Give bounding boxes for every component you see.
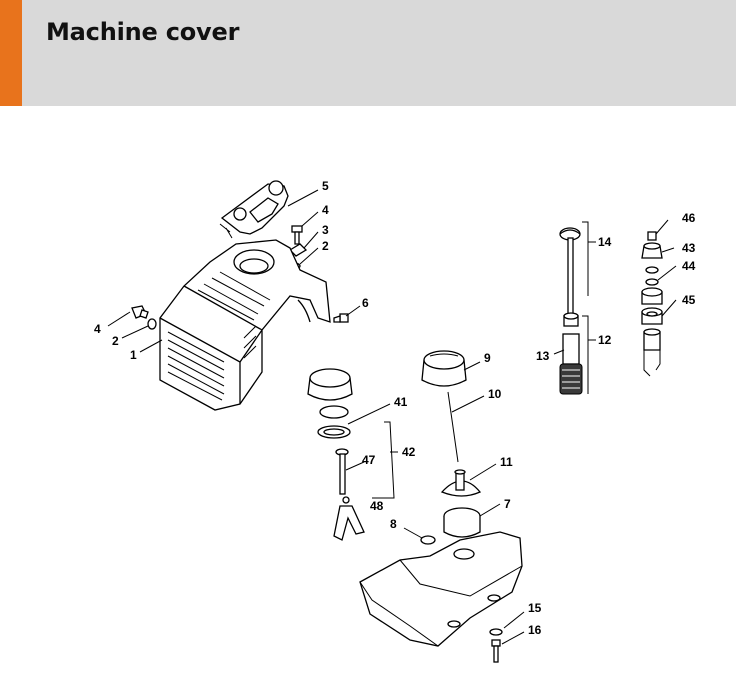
part-46-nut — [647, 231, 657, 241]
callout-label: 41 — [394, 395, 408, 409]
part-15-washer — [489, 628, 503, 636]
part-3-clip — [288, 243, 308, 257]
header-bar: Machine cover — [0, 0, 736, 106]
callout-label: 8 — [390, 517, 397, 531]
header-accent-stripe — [0, 0, 22, 106]
callout-label: 47 — [362, 453, 376, 467]
callout-label: 45 — [682, 293, 696, 307]
part-48-strap — [333, 496, 365, 541]
part-4-screw-left — [131, 305, 149, 319]
part-45-collar — [641, 287, 663, 325]
callout-label: 4 — [322, 203, 329, 217]
callout-label: 12 — [598, 333, 612, 347]
callout-labels: 5 4 3 2 6 4 2 1 14 46 43 44 45 12 13 9 1… — [94, 179, 696, 637]
part-41-fuel-cap-assembly — [307, 368, 353, 439]
part-11-strainer — [440, 469, 482, 497]
part-4-screw-top — [291, 225, 303, 245]
part-44-ring — [645, 266, 659, 286]
part-43-cap — [641, 242, 663, 259]
callout-label: 1 — [130, 348, 137, 362]
callout-label: 2 — [322, 239, 329, 253]
callout-label: 3 — [322, 223, 329, 237]
part-45-bracket — [643, 328, 661, 377]
callout-label: 48 — [370, 499, 384, 513]
callout-label: 16 — [528, 623, 542, 637]
callout-label: 43 — [682, 241, 696, 255]
callout-label: 7 — [504, 497, 511, 511]
part-47-retainer — [335, 448, 349, 495]
part-8-grommet — [420, 535, 436, 545]
part-9-fuel-cap — [421, 350, 467, 387]
leader-lines — [107, 189, 677, 645]
part-16-screw — [491, 639, 501, 663]
part-13-sleeve — [562, 312, 580, 365]
callout-label: 4 — [94, 322, 101, 336]
page-title: Machine cover — [46, 18, 240, 46]
callout-label: 13 — [536, 349, 550, 363]
callout-label: 6 — [362, 296, 369, 310]
part-5-handle-bracket — [219, 180, 289, 239]
part-7-fuel-tank — [359, 507, 523, 647]
callout-label: 10 — [488, 387, 502, 401]
part-2-washer-left — [147, 318, 157, 330]
callout-label: 44 — [682, 259, 696, 273]
callout-label: 2 — [112, 334, 119, 348]
callout-label: 14 — [598, 235, 612, 249]
part-14-pickup-tube — [559, 227, 581, 317]
callout-label: 46 — [682, 211, 696, 225]
callout-label: 42 — [402, 445, 416, 459]
callout-label: 11 — [500, 455, 513, 469]
part-6-screw — [333, 313, 349, 323]
callout-label: 15 — [528, 601, 542, 615]
callout-label: 5 — [322, 179, 329, 193]
part-1-machine-cover — [159, 239, 331, 411]
part-12-fuel-filter — [559, 363, 583, 395]
part-10-suction-hose — [447, 391, 459, 463]
callout-label: 9 — [484, 351, 491, 365]
